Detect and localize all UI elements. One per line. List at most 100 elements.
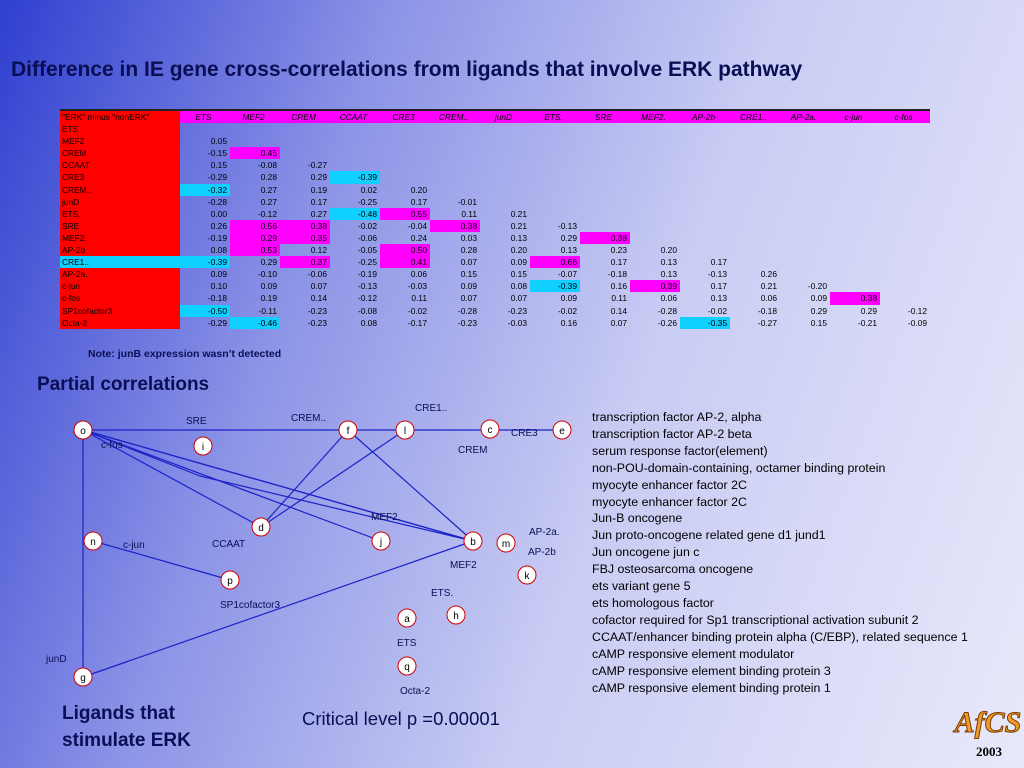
matrix-cell: 0.23: [610, 245, 627, 256]
matrix-column-header: ETS: [180, 110, 230, 124]
matrix-cell: [530, 184, 580, 196]
matrix-cell: 0.08: [360, 317, 377, 328]
matrix-cell: [630, 208, 680, 220]
matrix-cell: -0.21: [857, 317, 877, 328]
matrix-cell: [830, 147, 880, 159]
matrix-cell: 0.16: [610, 281, 627, 292]
matrix-cell: [880, 292, 930, 304]
matrix-cell: 0.14: [310, 293, 327, 304]
matrix-row: SP1cofactor3-0.50-0.11-0.23-0.08-0.02-0.…: [60, 304, 930, 317]
label-cre3: CRE3: [511, 428, 538, 439]
matrix-cell: -0.39: [530, 280, 580, 293]
matrix-cell: [480, 171, 530, 183]
matrix-cell: [430, 184, 480, 196]
matrix-cell: -0.27: [307, 160, 327, 171]
matrix-cell: [830, 220, 880, 232]
node-label-a: a: [404, 614, 410, 625]
legend-item: cAMP responsive element modulator: [592, 646, 795, 661]
legend-item: Jun-B oncogene: [592, 511, 683, 526]
matrix-row-label: SRE: [60, 219, 180, 232]
node-b: b: [463, 531, 483, 551]
label-ap2b: AP-2b: [528, 547, 556, 558]
matrix-cell: 0.06: [410, 269, 427, 280]
matrix-cell: -0.06: [357, 232, 377, 243]
matrix-cell: [780, 244, 830, 256]
matrix-cell: [780, 147, 830, 159]
matrix-row: ETS: [60, 123, 930, 136]
matrix-cell: 0.10: [210, 281, 227, 292]
matrix-cell: 0.06: [660, 293, 677, 304]
matrix-cell: [780, 196, 830, 208]
label-mef2-dot: MEF2.: [371, 512, 400, 523]
matrix-cell: 0.17: [710, 257, 727, 268]
matrix-cell: [530, 147, 580, 159]
legend-item: non-POU-domain-containing, octamer bindi…: [592, 460, 886, 475]
matrix-cell: 0.17: [310, 196, 327, 207]
matrix-cell: 0.29: [860, 305, 877, 316]
node-label-f: f: [347, 426, 350, 437]
node-label-q: q: [404, 662, 410, 673]
node-k: k: [517, 565, 537, 585]
matrix-cell: -0.02: [557, 305, 577, 316]
matrix-corner-label: "ERK" minus "nonERK": [60, 110, 180, 124]
matrix-column-header: AP-2b: [680, 110, 730, 124]
matrix-cell: [780, 208, 830, 220]
matrix-cell: 0.16: [560, 317, 577, 328]
matrix-cell: [580, 220, 630, 232]
node-q: q: [397, 656, 417, 676]
legend-item: cofactor required for Sp1 transcriptiona…: [592, 612, 919, 627]
matrix-cell: [630, 123, 680, 135]
node-label-o: o: [80, 426, 86, 437]
matrix-cell: [830, 184, 880, 196]
edge-f-d: [260, 429, 349, 528]
matrix-cell: 0.66: [530, 256, 580, 269]
legend-item: myocyte enhancer factor 2C: [592, 477, 747, 492]
matrix-column-header: c-jun: [830, 110, 880, 124]
matrix-cell: 0.15: [460, 269, 477, 280]
matrix-cell: [580, 135, 630, 147]
matrix-cell: [530, 123, 580, 135]
matrix-cell: 0.55: [380, 207, 430, 220]
matrix-cell: -0.03: [507, 317, 527, 328]
matrix-cell: [830, 280, 880, 292]
matrix-cell: 0.09: [210, 269, 227, 280]
matrix-column-header: c-fos: [880, 110, 930, 124]
matrix-cell: -0.39: [330, 171, 380, 184]
matrix-row-label: SP1cofactor3: [60, 304, 180, 317]
matrix-cell: 0.08: [510, 281, 527, 292]
slide-title: Difference in IE gene cross-correlations…: [11, 58, 803, 81]
matrix-cell: [580, 147, 630, 159]
matrix-cell: 0.07: [310, 281, 327, 292]
matrix-cell: 0.50: [380, 244, 430, 257]
edge-o-j: [82, 429, 382, 542]
matrix-cell: [580, 208, 630, 220]
matrix-cell: [730, 159, 780, 171]
matrix-cell: -0.04: [407, 220, 427, 231]
matrix-cell: 0.03: [460, 232, 477, 243]
node-i: i: [193, 436, 213, 456]
node-label-e: e: [559, 426, 565, 437]
matrix-cell: 0.38: [430, 219, 480, 232]
matrix-cell: 0.29: [310, 172, 327, 183]
node-label-p: p: [227, 576, 233, 587]
label-octa2: Octa-2: [400, 686, 430, 697]
matrix-cell: 0.07: [610, 317, 627, 328]
matrix-cell: -0.12: [907, 305, 927, 316]
label-ets: ETS: [397, 638, 417, 649]
matrix-cell: -0.46: [230, 316, 280, 329]
matrix-cell: [680, 147, 730, 159]
matrix-cell: 0.21: [510, 220, 527, 231]
node-a: a: [397, 608, 417, 628]
node-c: c: [480, 419, 500, 439]
matrix-cell: 0.38: [830, 292, 880, 305]
edge-o-b-3: [82, 429, 201, 477]
matrix-cell: -0.20: [807, 281, 827, 292]
matrix-cell: [580, 159, 630, 171]
node-f: f: [338, 420, 358, 440]
matrix-cell: [880, 232, 930, 244]
matrix-cell: [230, 135, 280, 147]
node-p: p: [220, 570, 240, 590]
